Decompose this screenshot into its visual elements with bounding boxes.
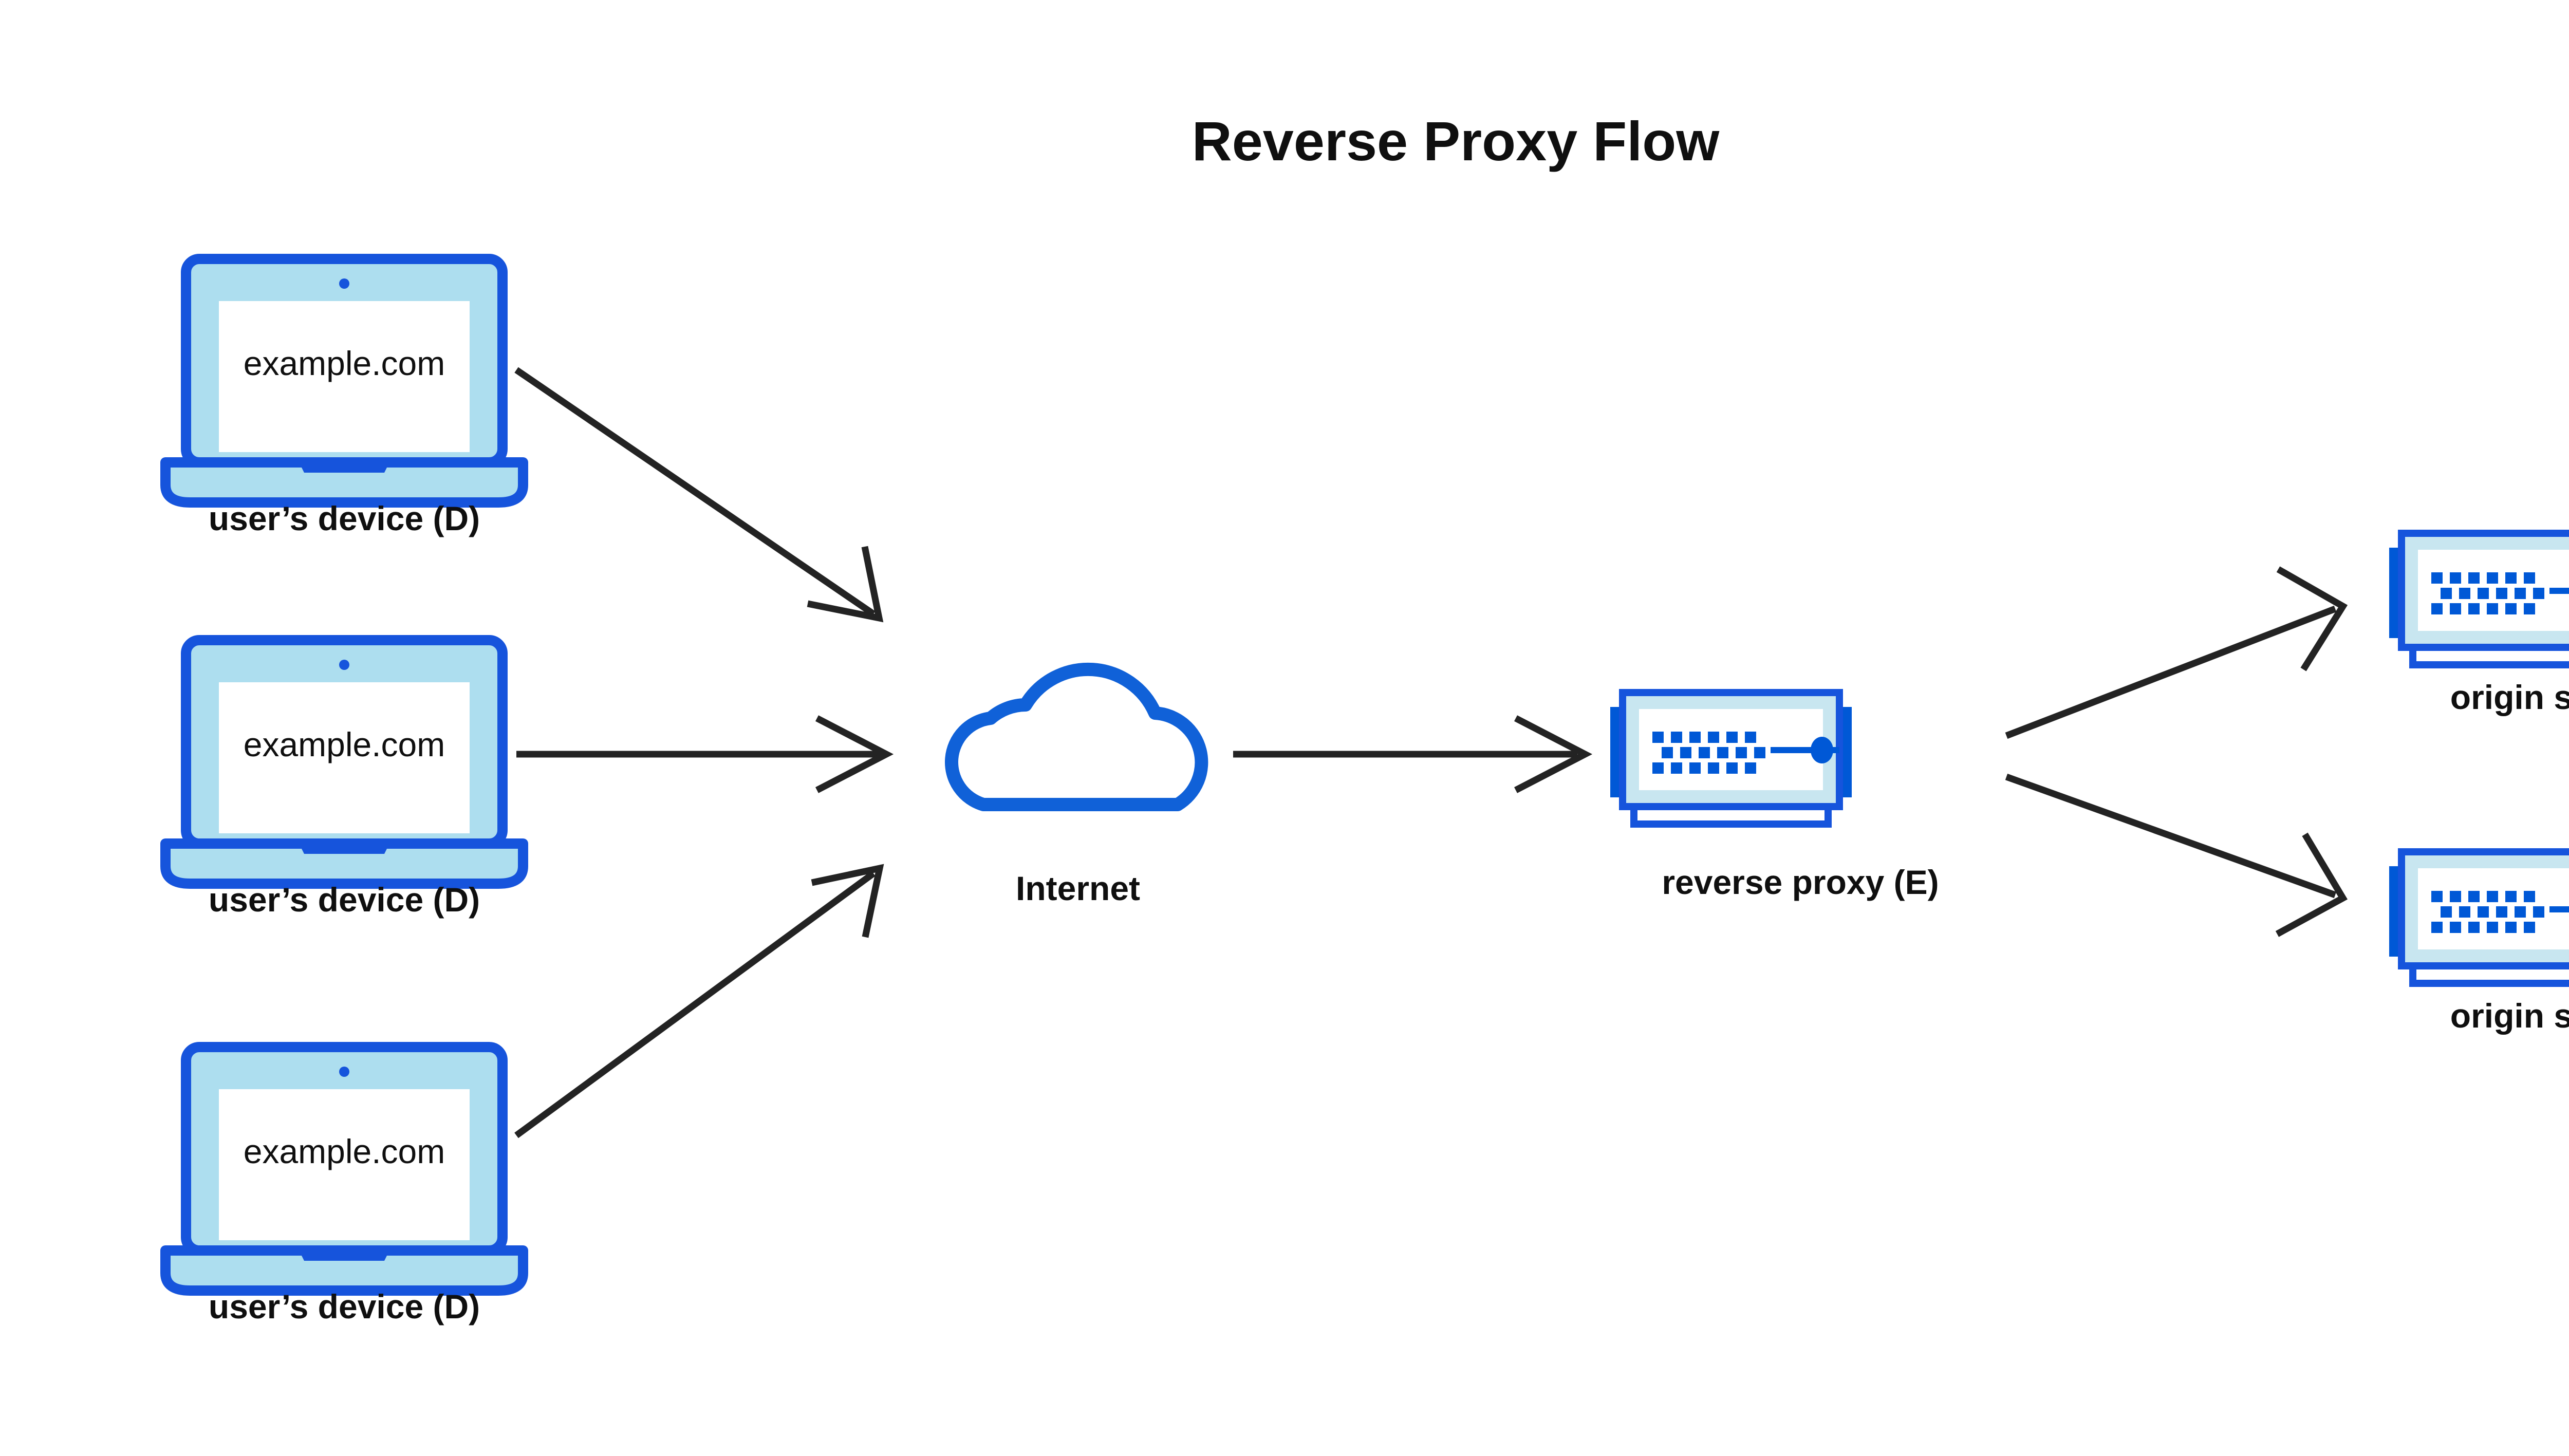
node-device-1[interactable]: example.com user’s device (D) <box>165 259 523 537</box>
server-icon <box>2389 533 2569 665</box>
arrow-device2-to-internet <box>516 715 894 793</box>
node-reverse-proxy[interactable]: reverse proxy (E) <box>1610 693 1939 901</box>
page-title: Reverse Proxy Flow <box>1192 110 1720 172</box>
origin-server-label: origin server (F) <box>2450 678 2569 716</box>
device-label: user’s device (D) <box>209 499 480 537</box>
node-origin-server-2[interactable]: origin server (F) <box>2389 852 2569 1035</box>
arrow-device3-to-internet <box>514 864 884 1138</box>
arrow-internet-to-proxy <box>1233 715 1593 793</box>
status-led-icon <box>1811 737 1833 763</box>
arrow-proxy-to-origin1 <box>2005 566 2348 739</box>
reverse-proxy-label: reverse proxy (E) <box>1662 863 1939 901</box>
node-internet[interactable]: Internet <box>952 669 1201 907</box>
cloud-icon <box>952 669 1201 805</box>
device-screen-text: example.com <box>244 725 445 763</box>
connector-layer <box>514 367 2348 1138</box>
node-device-3[interactable]: example.com user’s device (D) <box>165 1047 523 1326</box>
node-origin-server-1[interactable]: origin server (F) <box>2389 533 2569 716</box>
arrow-proxy-to-origin2 <box>2005 773 2348 937</box>
server-icon <box>2389 852 2569 983</box>
device-screen-text: example.com <box>244 344 445 382</box>
node-device-2[interactable]: example.com user’s device (D) <box>165 640 523 919</box>
device-screen-text: example.com <box>244 1132 445 1170</box>
device-label: user’s device (D) <box>209 1287 480 1326</box>
internet-label: Internet <box>1016 869 1140 907</box>
device-label: user’s device (D) <box>209 881 480 919</box>
arrow-device1-to-internet <box>514 367 884 623</box>
origin-server-label: origin server (F) <box>2450 997 2569 1035</box>
